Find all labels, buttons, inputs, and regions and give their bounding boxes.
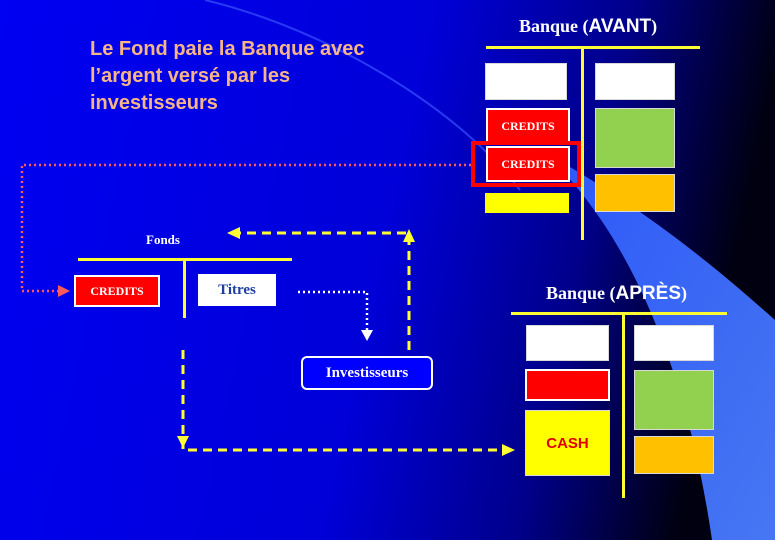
fund-titres: Titres xyxy=(198,274,276,306)
slide-title: Le Fond paie la Banque avec l’argent ver… xyxy=(90,38,365,114)
bank-after-asset-blank xyxy=(526,325,609,361)
fund-label: Fonds xyxy=(146,232,180,247)
bank-before-debt-block xyxy=(595,174,675,212)
fund-to-bank-cash-arrow xyxy=(181,350,502,452)
bank-after-debt-block xyxy=(634,436,714,474)
credits-transfer-arrow xyxy=(20,163,471,293)
bank-after-equity-block xyxy=(634,370,714,430)
bank-after-label-suffix: ) xyxy=(681,283,687,303)
bank-after-t-account-vertical xyxy=(622,312,625,498)
bank-before-credits-2: CREDITS xyxy=(486,146,570,182)
bank-after-liability-blank xyxy=(634,325,714,361)
bank-after-label-emphasis: APRÈS xyxy=(615,283,681,304)
investors-to-fund-arrowhead-left xyxy=(227,227,240,239)
investors-box: Investisseurs xyxy=(301,356,433,390)
bank-after-t-account-horizontal xyxy=(511,312,727,315)
bank-after-label-prefix: Banque ( xyxy=(546,283,616,303)
bank-before-label-prefix: Banque ( xyxy=(519,16,589,36)
bank-before-equity-block xyxy=(595,108,675,168)
bank-after-label: Banque (APRÈS) xyxy=(546,283,687,305)
bank-before-asset-blank xyxy=(485,63,567,100)
bank-before-t-account-vertical xyxy=(581,46,584,240)
bank-before-liability-blank xyxy=(595,63,675,100)
bank-after-credits xyxy=(525,369,610,401)
investors-to-fund-arrowhead-up xyxy=(403,229,415,242)
bank-after-cash: CASH xyxy=(525,410,610,476)
bank-before-transferred-highlight xyxy=(471,141,581,187)
bank-before-t-account-horizontal xyxy=(486,46,700,49)
investors-to-fund-arrow xyxy=(240,231,411,350)
fund-to-bank-cash-arrowhead-down xyxy=(177,436,189,448)
bank-before-cash-block xyxy=(485,193,569,213)
bank-before-label-suffix: ) xyxy=(651,16,658,36)
fund-t-account-vertical xyxy=(183,258,186,318)
bank-before-label-emphasis: AVANT xyxy=(588,16,652,37)
bank-before-label: Banque (AVANT) xyxy=(519,16,657,38)
fund-to-bank-cash-arrowhead-right xyxy=(502,444,515,456)
titres-to-investors-arrowhead xyxy=(361,330,373,341)
fund-credits: CREDITS xyxy=(74,275,160,307)
credits-transfer-arrowhead xyxy=(58,285,70,297)
titres-to-investors-arrow xyxy=(298,290,369,330)
